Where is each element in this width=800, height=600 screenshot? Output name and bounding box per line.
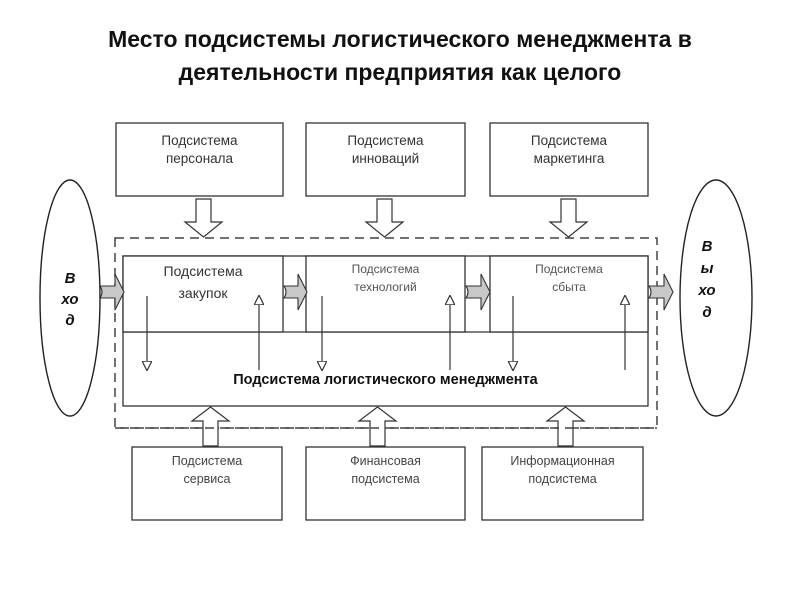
top-box-label-line-1: Подсистема <box>347 133 424 148</box>
bottom-box-service: Подсистема сервиса <box>131 446 283 521</box>
flow-arrow-right-icon <box>282 273 308 311</box>
flow-arrow-right-icon <box>647 273 674 311</box>
inner-box-procurement: Подсистема закупок <box>122 255 284 333</box>
input-label-line-3: д <box>65 312 74 329</box>
hollow-arrow-up-icon <box>357 406 398 447</box>
top-box-label-line-2: маркетинга <box>534 151 605 166</box>
inner-box-label-line-2: закупок <box>179 285 229 301</box>
output-label-line-4: д <box>702 304 711 321</box>
inner-box-label-line-2: технологий <box>354 280 416 294</box>
output-label-line-1: В <box>702 238 713 255</box>
bottom-box-label-line-1: Финансовая <box>350 454 421 468</box>
output-node: В ы хо д <box>679 179 753 417</box>
core-logistics-label: Подсистема логистического менеджмента <box>233 372 538 388</box>
bottom-box-information: Информационная подсистема <box>481 446 644 521</box>
hollow-arrow-down-icon <box>548 198 589 238</box>
inner-box-sales: Подсистема сбыта <box>489 255 649 333</box>
top-box-label-line-1: Подсистема <box>161 133 238 148</box>
input-node: В хо д <box>39 179 101 417</box>
diagram-title-line-2: деятельности предприятия как целого <box>178 59 622 85</box>
bottom-box-label-line-1: Подсистема <box>172 454 243 468</box>
flow-arrow-right-icon <box>98 273 125 311</box>
bottom-box-label-line-2: подсистема <box>528 472 596 486</box>
hollow-arrow-down-icon <box>183 198 224 238</box>
inner-box-technology: Подсистема технологий <box>305 255 466 333</box>
bottom-box-finance: Финансовая подсистема <box>305 446 466 521</box>
bottom-box-label-line-1: Информационная <box>510 454 614 468</box>
inner-box-label-line-1: Подсистема <box>164 263 243 279</box>
top-box-label-line-1: Подсистема <box>531 133 608 148</box>
input-label-line-2: хо <box>60 291 78 308</box>
inner-box-label-line-1: Подсистема <box>535 262 603 276</box>
bottom-box-label-line-2: сервиса <box>184 472 231 486</box>
top-box-label-line-2: инноваций <box>352 151 419 166</box>
top-box-marketing: Подсистема маркетинга <box>489 122 649 197</box>
output-label-line-3: хо <box>697 282 715 299</box>
top-box-label-line-2: персонала <box>166 151 234 166</box>
bottom-box-label-line-2: подсистема <box>351 472 419 486</box>
inner-box-label-line-1: Подсистема <box>352 262 420 276</box>
hollow-arrow-up-icon <box>190 406 231 447</box>
diagram-title-line-1: Место подсистемы логистического менеджме… <box>108 26 692 52</box>
input-label-line-1: В <box>65 270 76 287</box>
inner-box-label-line-2: сбыта <box>552 280 586 294</box>
hollow-arrow-down-icon <box>364 198 405 238</box>
flow-arrow-right-icon <box>464 273 491 311</box>
enterprise-boundary <box>114 237 658 429</box>
output-label-line-2: ы <box>701 260 714 277</box>
top-box-innovation: Подсистема инноваций <box>305 122 466 197</box>
top-box-personnel: Подсистема персонала <box>115 122 284 197</box>
hollow-arrow-up-icon <box>545 406 586 447</box>
